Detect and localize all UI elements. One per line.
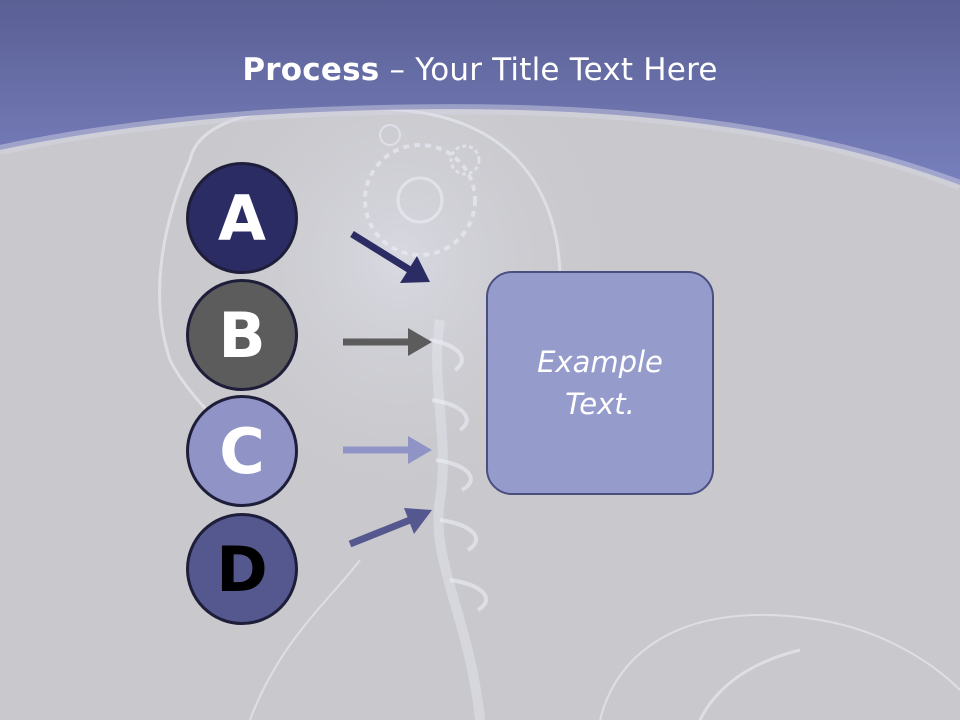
slide-title: Process – Your Title Text Here xyxy=(0,52,960,88)
step-d-circle: D xyxy=(186,513,298,625)
step-a-label: A xyxy=(218,181,266,255)
example-text-box: Example Text. xyxy=(486,271,714,495)
title-bold: Process xyxy=(242,52,380,88)
example-text: Example Text. xyxy=(537,344,663,421)
arrow-c-icon xyxy=(343,436,432,464)
arrow-b-icon xyxy=(343,328,432,356)
step-b-label: B xyxy=(218,298,266,372)
step-c-label: C xyxy=(219,414,265,488)
step-a-circle: A xyxy=(186,162,298,274)
arrow-d-icon xyxy=(348,508,432,548)
step-b-circle: B xyxy=(186,279,298,391)
step-c-circle: C xyxy=(186,395,298,507)
title-rest: – Your Title Text Here xyxy=(379,52,718,88)
step-d-label: D xyxy=(216,532,268,606)
arrow-a-icon xyxy=(350,231,430,283)
